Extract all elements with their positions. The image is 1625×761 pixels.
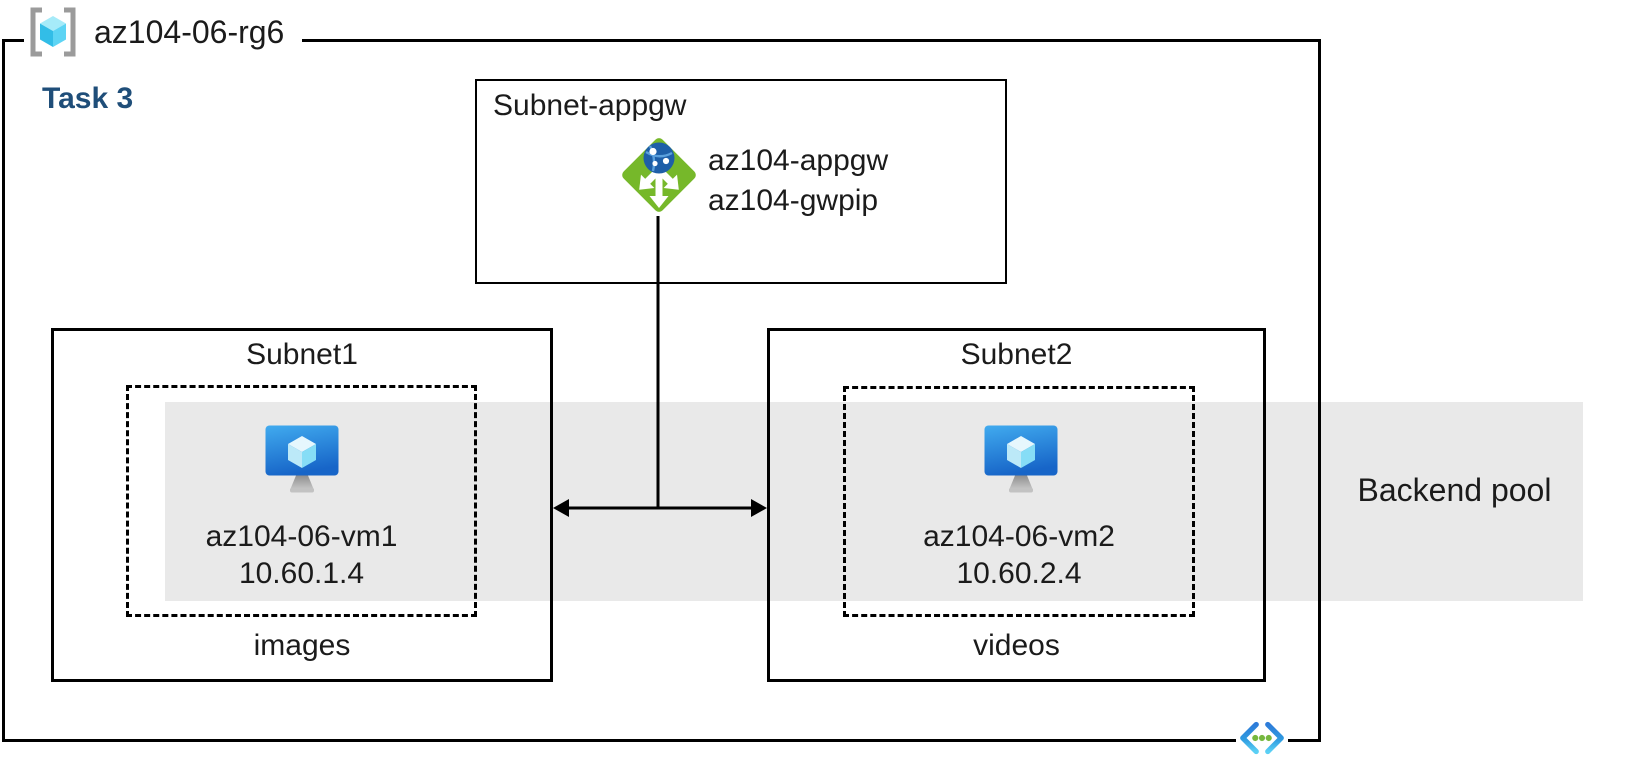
subnet1-backend-dashed-box xyxy=(126,385,477,617)
vm1-labels: az104-06-vm1 10.60.1.4 xyxy=(126,518,477,592)
application-gateway-labels: az104-appgw az104-gwpip xyxy=(708,141,888,221)
subnet-appgw-title: Subnet-appgw xyxy=(493,89,687,122)
vm1-ip-label: 10.60.1.4 xyxy=(238,557,365,590)
backend-pool-label: Backend pool xyxy=(1357,472,1552,508)
subnet2-storage-label: videos xyxy=(973,629,1060,662)
virtual-network-icon xyxy=(1240,721,1284,755)
subnet1-box: Subnet1 xyxy=(51,328,553,682)
subnet-appgw-box: Subnet-appgw xyxy=(475,79,1007,284)
resource-group-title: az104-06-rg6 xyxy=(94,13,285,50)
application-gateway-icon xyxy=(622,138,696,212)
virtual-machine-icon xyxy=(265,425,339,493)
backend-pool-band xyxy=(165,402,1583,601)
resource-group-box xyxy=(2,39,1321,742)
resource-group-border-gap xyxy=(24,36,302,45)
subnet2-box: Subnet2 xyxy=(767,328,1266,682)
vm2-labels: az104-06-vm2 10.60.2.4 xyxy=(843,518,1195,592)
subnet1-title: Subnet1 xyxy=(246,338,358,371)
task-label: Task 3 xyxy=(42,82,134,115)
subnet1-storage-label: images xyxy=(253,629,351,662)
vm2-name-label: az104-06-vm2 xyxy=(923,520,1115,553)
appgw-name-label: az104-appgw xyxy=(708,144,889,177)
resource-group-header: az104-06-rg6 xyxy=(28,6,284,58)
subnet2-title: Subnet2 xyxy=(960,338,1073,371)
subnet2-backend-dashed-box xyxy=(843,386,1195,617)
vm1-name-label: az104-06-vm1 xyxy=(205,520,398,553)
appgw-pip-label: az104-gwpip xyxy=(708,184,879,217)
vm2-ip-label: 10.60.2.4 xyxy=(956,557,1082,590)
resource-group-icon xyxy=(30,7,76,57)
virtual-network-icon-wrap xyxy=(1236,716,1288,760)
virtual-machine-icon xyxy=(984,425,1058,493)
